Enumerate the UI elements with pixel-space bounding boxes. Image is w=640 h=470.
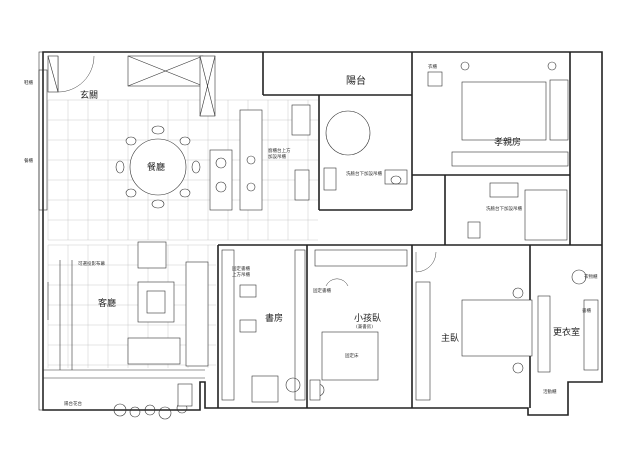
note-master-cabinet: 活動櫃 <box>543 388 557 395</box>
balcony-label: 陽台 <box>346 74 366 87</box>
note-planter: 陽台花台 <box>64 400 82 407</box>
bathroom-1 <box>323 110 408 191</box>
bathroom-2 <box>467 182 568 241</box>
dining-label: 餐廳 <box>147 161 165 173</box>
kids-room <box>309 249 408 401</box>
master-room <box>415 251 533 401</box>
planters <box>113 383 193 420</box>
dining-table <box>115 125 201 209</box>
note-kitchen-1: 廚櫃台上方 <box>268 147 291 154</box>
kitchen-counter <box>209 104 311 211</box>
master-label: 主臥 <box>441 332 459 344</box>
note-closet-1: 衣物櫃 <box>584 273 598 280</box>
note-projector: 可選投影布幕 <box>78 260 105 267</box>
living-label: 客廳 <box>98 297 116 309</box>
walk-in-closet <box>537 269 599 373</box>
interior-walls <box>43 52 602 408</box>
study-label: 書房 <box>265 312 283 324</box>
note-shoe-cabinet: 鞋櫃 <box>24 79 33 86</box>
living-sofa-set <box>47 241 209 370</box>
kids-room-label: 小孩臥 <box>354 312 381 324</box>
note-bath-2: 洗臉台下加設吊櫃 <box>486 205 522 212</box>
note-bath-1: 洗臉台下加設吊櫃 <box>346 170 382 177</box>
study-room <box>221 249 325 403</box>
note-elder-wardrobe: 衣櫃 <box>428 63 437 70</box>
note-kids-bed: 固定床 <box>345 352 359 359</box>
elder-room <box>427 61 569 167</box>
note-kitchen-2: 加設吊櫃 <box>268 153 286 160</box>
kids-room-sublabel: (兼書房) <box>356 323 373 330</box>
note-study-2: 上方吊櫃 <box>232 271 250 278</box>
note-closet-2: 書櫃 <box>582 307 591 314</box>
note-study-1: 固定書櫃 <box>232 265 250 272</box>
note-kids-desk: 固定書櫃 <box>313 287 331 294</box>
note-dining-cabinet: 餐櫃 <box>24 157 33 164</box>
outer-walls <box>38 51 603 416</box>
elder-room-label: 孝親房 <box>494 136 521 148</box>
entrance-label: 玄關 <box>80 89 98 101</box>
entrance-area <box>47 55 216 117</box>
closet-label: 更衣室 <box>553 326 580 338</box>
